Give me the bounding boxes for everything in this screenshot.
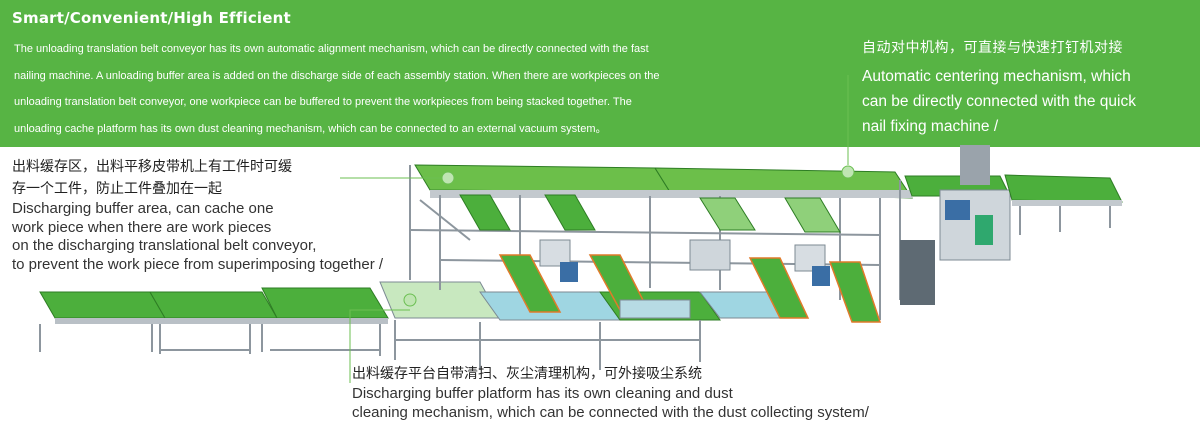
header-banner xyxy=(0,0,1200,147)
callout-marker xyxy=(441,171,455,185)
callout-en: Automatic centering mechanism, which can… xyxy=(862,64,1136,139)
callout-en: Discharging buffer area, can cache one w… xyxy=(12,200,383,274)
assembly-stations xyxy=(459,194,882,323)
header-line: The unloading translation belt conveyor … xyxy=(14,43,649,55)
callout-line: can be directly connected with the quick xyxy=(862,93,1136,110)
callout-line: Discharging buffer platform has its own … xyxy=(352,385,733,402)
upper-belt-conveyor xyxy=(414,164,913,199)
callout-line: to prevent the work piece from superimpo… xyxy=(12,255,384,273)
callout-zh: 出料缓存平台自带清扫、灰尘清理机构，可外接吸尘系统 xyxy=(352,366,702,382)
header-description: The unloading translation belt conveyor … xyxy=(14,36,774,142)
callout-line: on the discharging translational belt co… xyxy=(12,237,317,254)
centering-callout: 自动对中机构，可直接与快速打钉机对接 Automatic centering m… xyxy=(862,37,1136,139)
callout-marker xyxy=(403,293,417,307)
callout-zh: 出料缓存区，出料平移皮带机上有工件时可缓 存一个工件，防止工件叠加在一起 xyxy=(12,156,383,200)
callout-line: 存一个工件，防止工件叠加在一起 xyxy=(12,181,222,197)
callout-leaders xyxy=(340,75,849,383)
callout-line: Discharging buffer area, can cache one xyxy=(12,200,274,217)
header-line: unloading cache platform has its own dus… xyxy=(14,122,607,135)
header-title: Smart/Convenient/High Efficient xyxy=(12,9,291,27)
buffer-platform xyxy=(379,281,792,370)
callout-line: Automatic centering mechanism, which xyxy=(862,68,1131,85)
header-line: unloading translation belt conveyor, one… xyxy=(14,96,632,108)
callout-zh: 自动对中机构，可直接与快速打钉机对接 xyxy=(862,40,1123,56)
callout-line: cleaning mechanism, which can be connect… xyxy=(352,404,869,421)
callout-line: 出料缓存区，出料平移皮带机上有工件时可缓 xyxy=(12,159,292,175)
callout-en: Discharging buffer platform has its own … xyxy=(352,384,869,422)
centering-mechanism xyxy=(900,145,1123,305)
callout-line: work piece when there are work pieces xyxy=(12,218,272,236)
left-belt-conveyors xyxy=(39,287,389,356)
cleaning-callout: 出料缓存平台自带清扫、灰尘清理机构，可外接吸尘系统 Discharging bu… xyxy=(352,365,869,422)
header-line: nailing machine. A unloading buffer area… xyxy=(14,69,660,82)
callout-marker xyxy=(841,165,855,179)
buffer-callout: 出料缓存区，出料平移皮带机上有工件时可缓 存一个工件，防止工件叠加在一起 Dis… xyxy=(12,156,383,274)
callout-line: nail fixing machine / xyxy=(862,118,999,135)
